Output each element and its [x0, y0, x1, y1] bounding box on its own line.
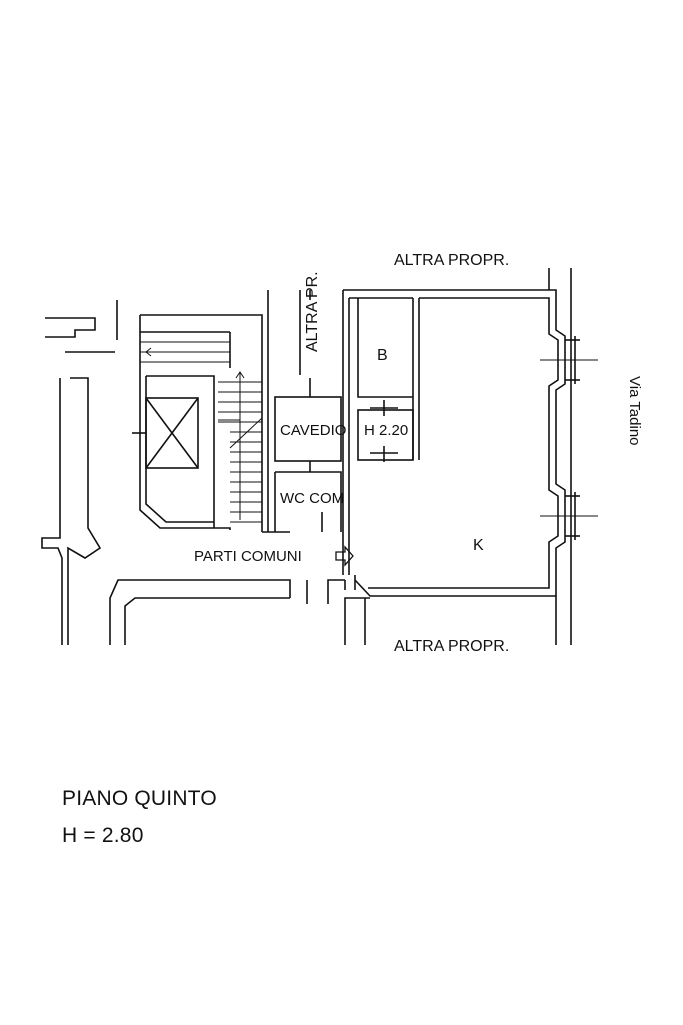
label-room-b: B: [377, 347, 388, 364]
room-b-walls: [357, 298, 420, 462]
corridor-walls: [109, 575, 370, 645]
stair-treads: [140, 341, 263, 523]
label-cavedio: CAVEDIO: [280, 422, 346, 439]
label-altra-pr: ALTRA PR.: [304, 271, 321, 352]
window-axes: [540, 359, 598, 517]
label-parti-comuni: PARTI COMUNI: [194, 548, 302, 565]
label-altra-propr-top: ALTRA PROPR.: [394, 252, 509, 269]
plan-walls: [41, 290, 290, 645]
label-room-k: K: [473, 537, 484, 554]
stair-arrows: [145, 347, 245, 379]
apartment-walls: [354, 268, 580, 645]
label-street: Via Tadino: [626, 376, 643, 446]
label-h-220: H 2.20: [364, 422, 408, 439]
label-altra-propr-bottom: ALTRA PROPR.: [394, 638, 509, 655]
floor-caption: PIANO QUINTO: [62, 787, 217, 810]
core-walls: [274, 289, 549, 575]
label-wc-com: WC COM: [280, 490, 344, 507]
entrance-arrow-icon: [335, 545, 354, 567]
height-caption: H = 2.80: [62, 824, 144, 847]
